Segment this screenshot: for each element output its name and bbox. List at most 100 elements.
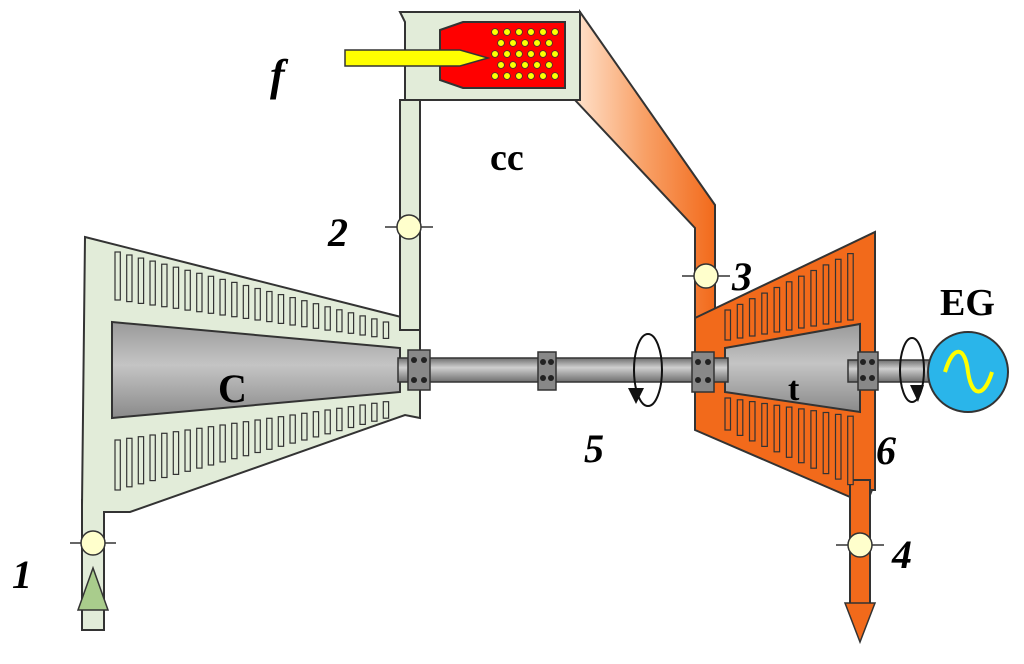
compressor-rotor: [111, 320, 401, 420]
blade: [810, 410, 818, 469]
blade: [277, 294, 285, 325]
blade: [724, 397, 732, 431]
fuel-dot: [503, 72, 511, 80]
fuel-dot: [491, 28, 499, 36]
fuel-dot: [527, 50, 535, 58]
blade: [161, 432, 168, 479]
blade: [785, 281, 793, 331]
blade: [371, 402, 378, 422]
blade: [347, 312, 355, 334]
blade: [149, 434, 156, 482]
blade: [312, 411, 320, 438]
fuel-dot: [533, 61, 541, 69]
blade: [810, 269, 818, 327]
label-state-1: 1: [12, 552, 32, 597]
blade: [289, 297, 296, 326]
coupling-compressor: [407, 349, 431, 391]
label-combustion-chamber: cc: [490, 137, 524, 179]
blade: [748, 401, 756, 442]
compressor-blades-top: [114, 251, 390, 339]
blade: [785, 406, 793, 458]
sensor-state-1: [70, 530, 116, 556]
blade: [242, 421, 250, 457]
label-state-5: 5: [584, 426, 604, 471]
fuel-dot: [539, 28, 547, 36]
fuel-injector-arrow: [344, 49, 491, 67]
fuel-dot: [545, 39, 553, 47]
label-generator: EG: [940, 282, 995, 324]
burner-fuel-dots: [491, 28, 559, 80]
blade: [231, 281, 238, 318]
fuel-dot: [509, 61, 517, 69]
rotation-arrow-icon: [899, 337, 925, 403]
coupling-generator: [857, 351, 879, 391]
blade: [371, 318, 378, 338]
exhaust-arrow: [843, 602, 877, 645]
blade: [207, 275, 215, 314]
fuel-dot: [551, 28, 559, 36]
blade: [797, 275, 805, 329]
fuel-dot: [521, 39, 529, 47]
label-state-2: 2: [327, 210, 348, 255]
fuel-dot: [515, 28, 523, 36]
blade: [161, 263, 168, 308]
blade: [149, 260, 156, 306]
label-fuel: f: [270, 51, 289, 100]
blade: [137, 436, 145, 485]
blade: [301, 300, 308, 328]
blade: [184, 269, 191, 311]
inlet-arrow: [76, 565, 110, 611]
fuel-dot: [527, 28, 535, 36]
turbine-blades-bottom: [724, 397, 854, 486]
blade: [834, 413, 842, 480]
fuel-dot: [497, 61, 505, 69]
blade: [822, 264, 830, 325]
blade: [347, 406, 355, 429]
label-turbine: t: [788, 371, 800, 408]
blade: [219, 278, 226, 316]
main-shaft: [397, 357, 729, 383]
blade: [172, 266, 180, 309]
blade: [359, 404, 366, 425]
fuel-dot: [539, 72, 547, 80]
blade: [289, 414, 296, 444]
blade: [301, 412, 308, 441]
blade: [126, 254, 133, 303]
blade: [761, 292, 768, 335]
blade: [196, 427, 203, 469]
blade: [382, 401, 390, 419]
fuel-dot: [539, 50, 547, 58]
fuel-dot: [521, 61, 529, 69]
sensor-state-4: [836, 532, 884, 558]
fuel-dot: [533, 39, 541, 47]
label-state-6: 6: [876, 428, 896, 473]
fuel-dot: [527, 72, 535, 80]
label-state-4: 4: [891, 532, 912, 577]
blade: [137, 257, 145, 305]
fuel-dot: [509, 39, 517, 47]
fuel-dot: [503, 50, 511, 58]
blade: [847, 415, 854, 486]
blade: [797, 408, 805, 464]
blade: [336, 407, 343, 432]
fuel-dot: [515, 50, 523, 58]
blade: [748, 298, 756, 337]
blade: [761, 402, 768, 448]
blade: [736, 303, 744, 339]
blade: [822, 411, 830, 475]
blade: [359, 315, 366, 336]
fuel-dot: [515, 72, 523, 80]
fuel-dot: [545, 61, 553, 69]
blade: [724, 309, 732, 341]
fuel-dot: [497, 39, 505, 47]
fuel-dot: [491, 50, 499, 58]
blade: [773, 286, 781, 333]
rotation-arrow-icon: [628, 333, 663, 407]
sine-wave-icon: [943, 350, 994, 394]
blade: [336, 309, 343, 333]
blade: [196, 272, 203, 313]
blade: [312, 303, 320, 329]
blade: [172, 431, 180, 476]
